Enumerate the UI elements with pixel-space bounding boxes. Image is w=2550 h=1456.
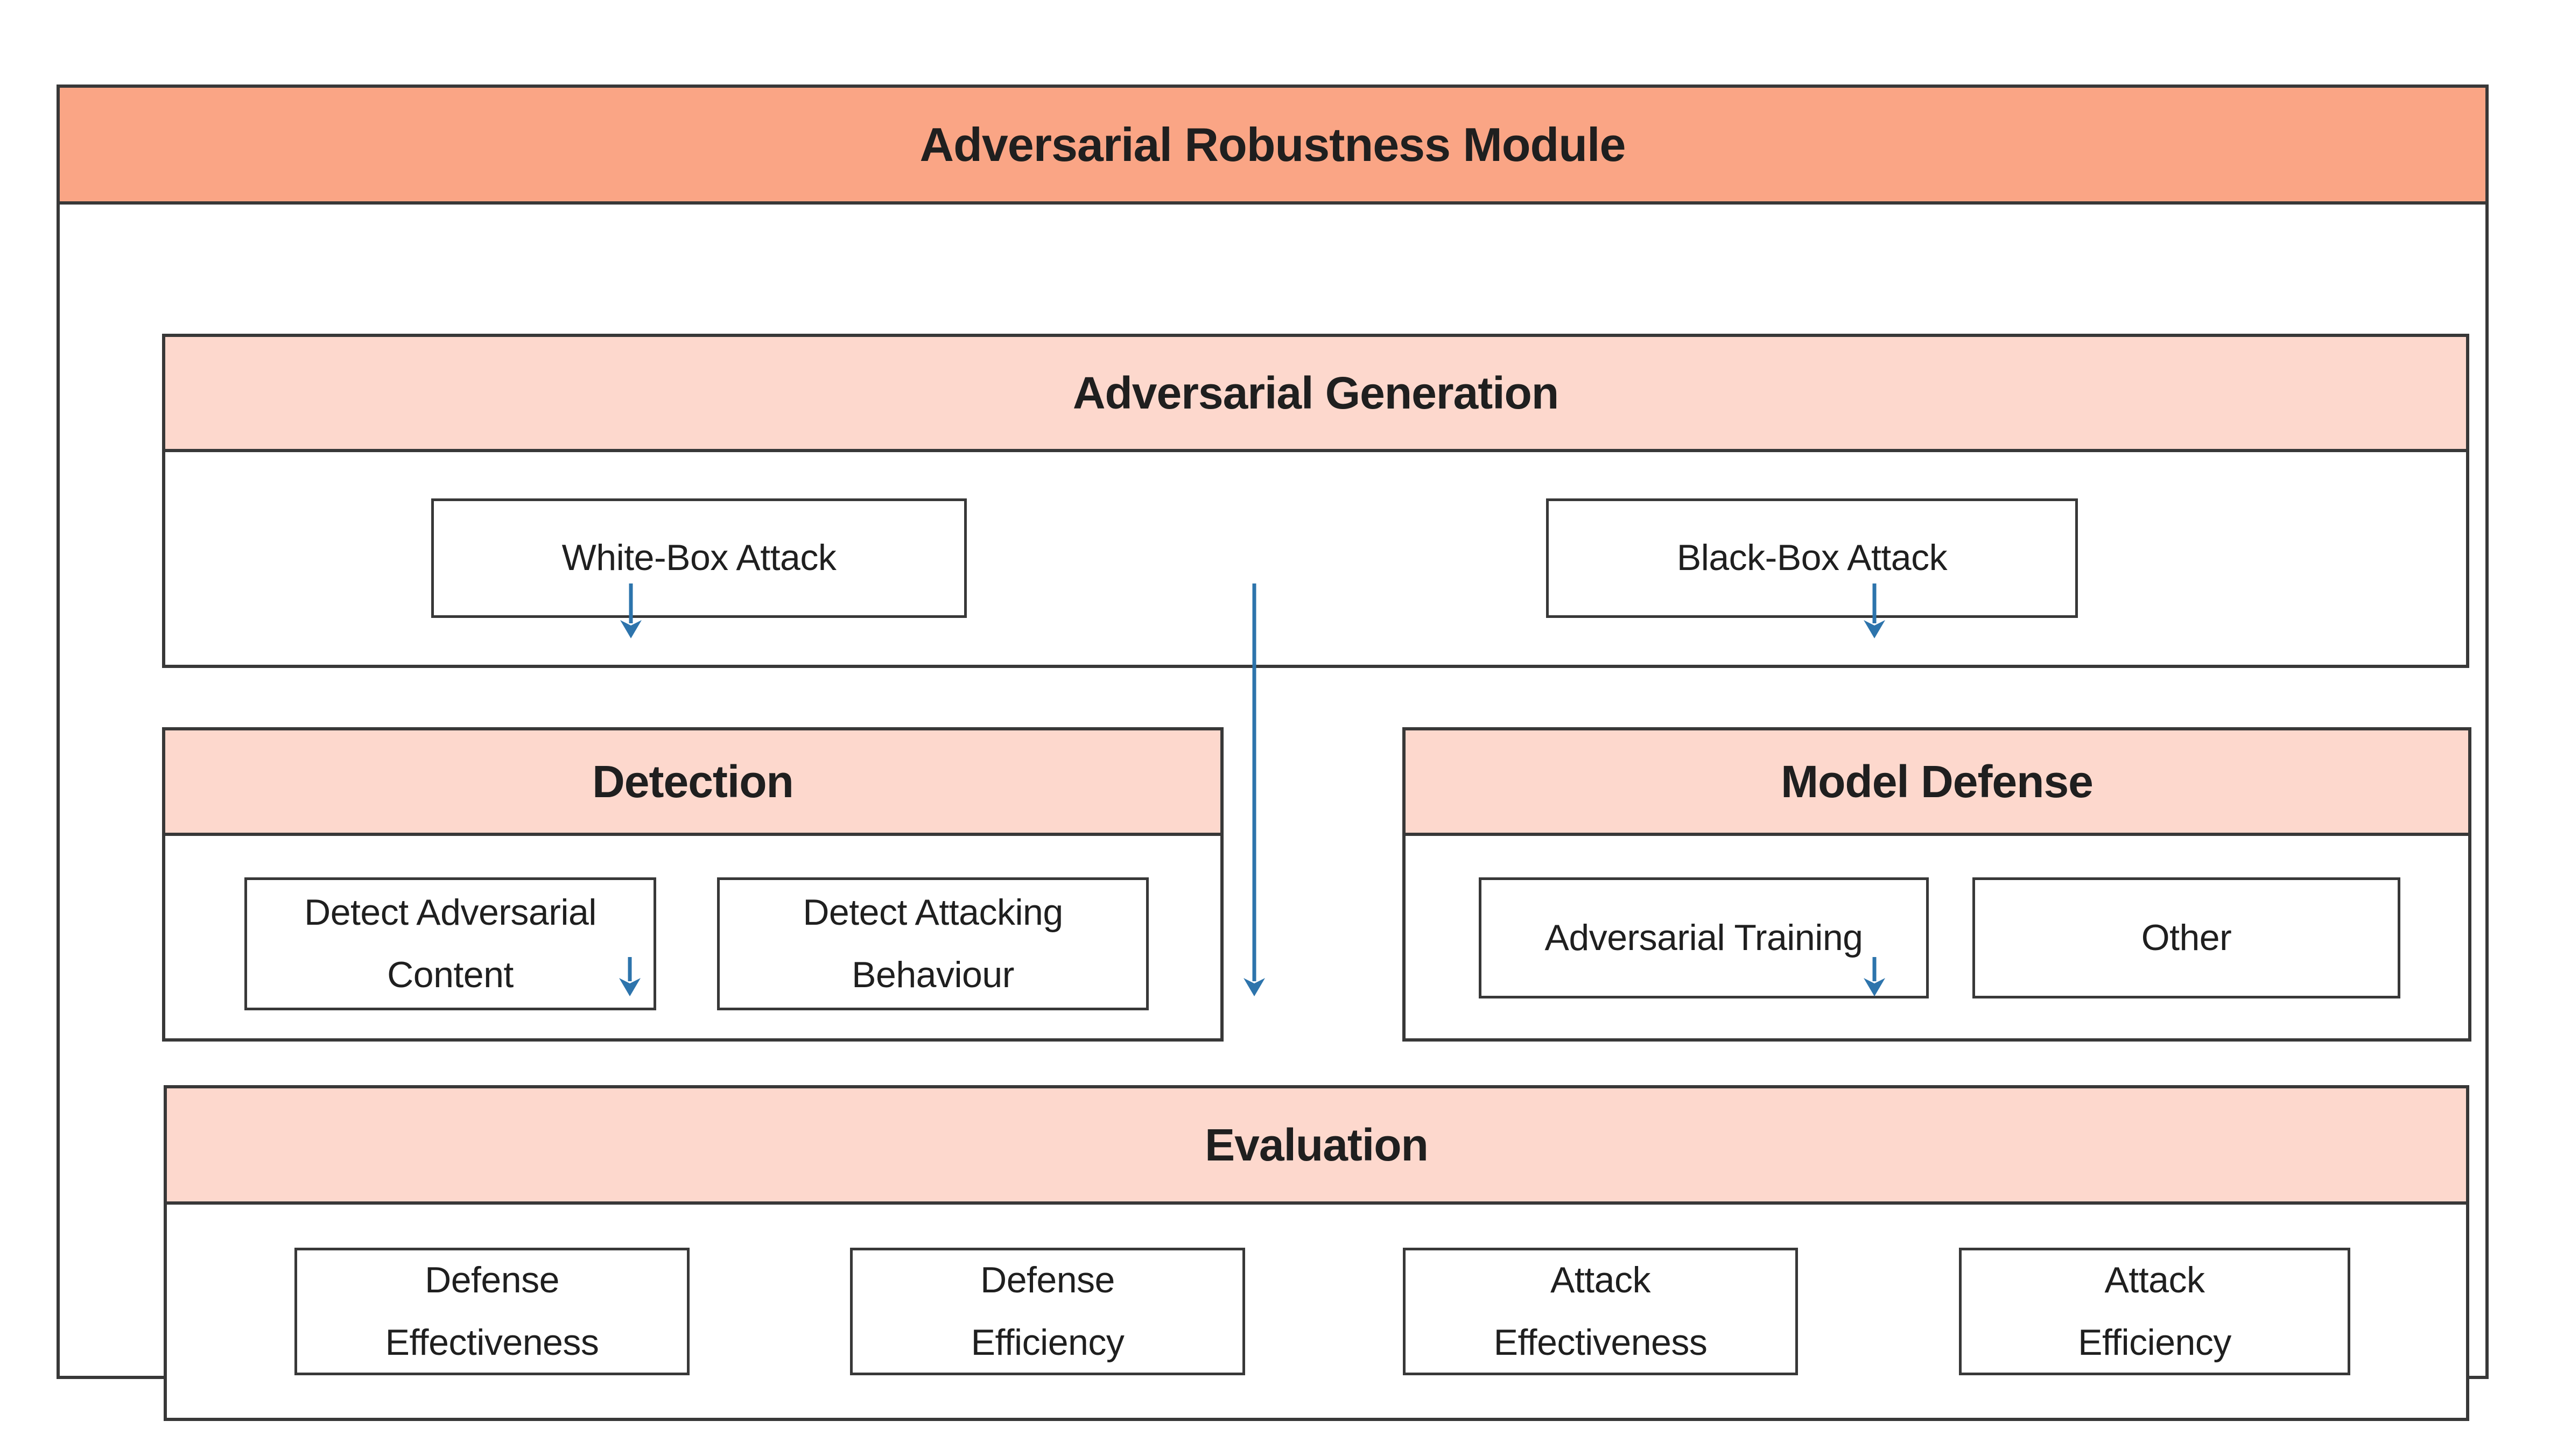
section-header-evaluation: Evaluation xyxy=(167,1088,2466,1205)
section-header-model-defense: Model Defense xyxy=(1406,730,2468,836)
node-adversarial-training: Adversarial Training xyxy=(1479,877,1929,998)
node-defense-effectiveness: Defense Effectiveness xyxy=(294,1248,690,1375)
node-label: Black-Box Attack xyxy=(1676,537,1948,579)
module-title: Adversarial Robustness Module xyxy=(919,117,1626,171)
node-attack-efficiency: Attack Efficiency xyxy=(1959,1248,2350,1375)
section-header-adversarial-generation: Adversarial Generation xyxy=(165,337,2466,452)
node-label: Adversarial Training xyxy=(1544,917,1863,958)
node-label: Detect Adversarial Content xyxy=(304,891,596,995)
section-evaluation: Evaluation Defense Effectiveness Defense… xyxy=(164,1085,2469,1421)
module-container: Adversarial Robustness Module Adversaria… xyxy=(57,85,2489,1421)
node-other: Other xyxy=(1972,877,2400,998)
section-detection: Detection Detect Adversarial Content Det… xyxy=(162,727,1224,1042)
node-black-box-attack: Black-Box Attack xyxy=(1546,498,2078,618)
node-label: Detect Attacking Behaviour xyxy=(803,891,1063,995)
node-detect-adversarial-content: Detect Adversarial Content xyxy=(244,877,656,1010)
section-title: Evaluation xyxy=(1205,1119,1429,1170)
module-title-bar: Adversarial Robustness Module xyxy=(60,88,2485,205)
node-label: Attack Effectiveness xyxy=(1493,1259,1708,1363)
node-label: Defense Effectiveness xyxy=(385,1259,599,1363)
section-adversarial-generation: Adversarial Generation White-Box Attack … xyxy=(162,334,2469,668)
section-header-detection: Detection xyxy=(165,730,1220,836)
node-defense-efficiency: Defense Efficiency xyxy=(850,1248,1245,1375)
node-detect-attacking-behaviour: Detect Attacking Behaviour xyxy=(717,877,1149,1010)
section-title: Detection xyxy=(592,756,794,807)
section-title: Adversarial Generation xyxy=(1072,367,1559,418)
node-label: Other xyxy=(2141,917,2232,958)
node-attack-effectiveness: Attack Effectiveness xyxy=(1403,1248,1798,1375)
section-title: Model Defense xyxy=(1781,756,2094,807)
node-label: White-Box Attack xyxy=(561,537,837,579)
node-white-box-attack: White-Box Attack xyxy=(431,498,967,618)
section-model-defense: Model Defense Adversarial Training Other xyxy=(1402,727,2471,1042)
node-label: Attack Efficiency xyxy=(2078,1259,2231,1363)
node-label: Defense Efficiency xyxy=(971,1259,1125,1363)
